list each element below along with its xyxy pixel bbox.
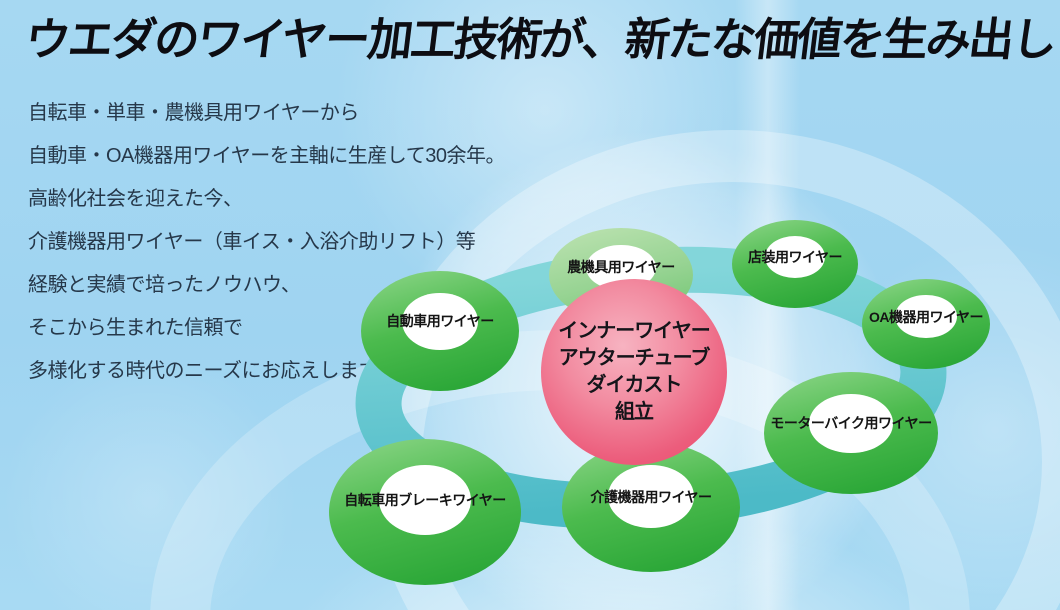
node-motorbike-wire: モーターバイク用ワイヤー (764, 372, 938, 494)
node-hole (378, 465, 472, 536)
center-hub-line: インナーワイヤー (558, 320, 710, 342)
node-label: OA機器用ワイヤー (868, 308, 984, 325)
node-label: 自動車用ワイヤー (386, 313, 494, 330)
intro-paragraph: 自転車・単車・農機具用ワイヤーから 自動車・OA機器用ワイヤーを主軸に生産して3… (28, 92, 505, 393)
node-shop-decor-wire: 店装用ワイヤー (732, 220, 858, 308)
node-label: 介護機器用ワイヤー (590, 488, 712, 505)
node-oa-equipment-wire: OA機器用ワイヤー (862, 279, 990, 369)
intro-line: 多様化する時代のニーズにお応えします。 (28, 360, 396, 382)
intro-line: 自動車・OA機器用ワイヤーを主軸に生産して30余年。 (28, 145, 505, 167)
node-automobile-wire: 自動車用ワイヤー (361, 271, 519, 391)
intro-line: 介護機器用ワイヤー（車イス・入浴介助リフト）等 (28, 231, 476, 253)
center-hub-circle: インナーワイヤー アウターチューブ ダイカスト 組立 (541, 279, 727, 465)
center-hub-line: 組立 (615, 401, 654, 423)
intro-line: 経験と実績で培ったノウハウ、 (28, 274, 301, 296)
intro-line: そこから生まれた信頼で (28, 317, 243, 339)
node-hole (809, 393, 893, 453)
node-hole (764, 235, 826, 279)
node-label: 店装用ワイヤー (747, 248, 843, 265)
intro-line: 自転車・単車・農機具用ワイヤーから (28, 102, 359, 124)
intro-line: 高齢化社会を迎えた今、 (28, 188, 243, 210)
node-care-equipment-wire: 介護機器用ワイヤー (562, 442, 740, 572)
center-hub-line: アウターチューブ (558, 347, 711, 369)
node-hole (608, 465, 694, 528)
node-label: モーターバイク用ワイヤー (770, 415, 932, 432)
node-label: 農機具用ワイヤー (567, 259, 675, 276)
node-bicycle-brake-wire: 自転車用ブレーキワイヤー (329, 439, 521, 585)
node-label: 自転車用ブレーキワイヤー (344, 492, 506, 509)
center-hub-line: ダイカスト (586, 374, 683, 396)
node-hole (402, 292, 478, 351)
node-hole (895, 295, 957, 339)
